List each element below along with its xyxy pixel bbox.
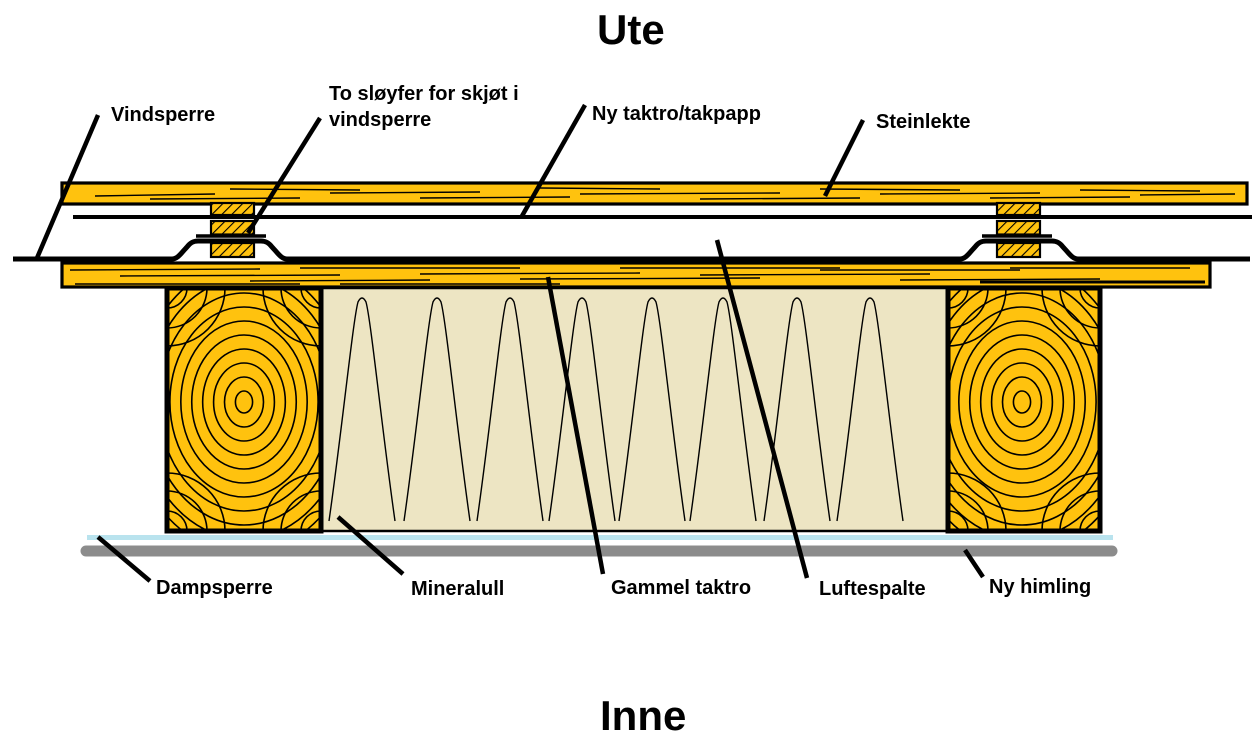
tile-batten bbox=[60, 181, 1249, 206]
label-ny-taktro: Ny taktro/takpapp bbox=[592, 103, 761, 125]
label-vindsperre: Vindsperre bbox=[111, 104, 216, 126]
label-luftespalte: Luftespalte bbox=[819, 578, 926, 600]
label-to-sloyfer: To sløyfer for skjøt i vindsperre bbox=[329, 83, 519, 131]
label-steinlekte: Steinlekte bbox=[876, 111, 971, 133]
old-roof-boarding bbox=[60, 261, 1212, 289]
wind-barrier-line bbox=[13, 234, 1250, 262]
joist-left bbox=[164, 285, 324, 534]
title-inside: Inne bbox=[600, 692, 687, 736]
leader-lines bbox=[34, 103, 985, 583]
label-mineralull: Mineralull bbox=[411, 578, 505, 600]
joist-right bbox=[945, 285, 1103, 534]
label-dampsperre: Dampsperre bbox=[156, 577, 273, 599]
label-gammel-taktro: Gammel taktro bbox=[611, 577, 752, 599]
label-ny-himling: Ny himling bbox=[989, 576, 1092, 598]
counter-battens bbox=[209, 201, 1042, 259]
title-outside: Ute bbox=[597, 6, 665, 53]
mineral-wool-insulation bbox=[320, 286, 950, 533]
